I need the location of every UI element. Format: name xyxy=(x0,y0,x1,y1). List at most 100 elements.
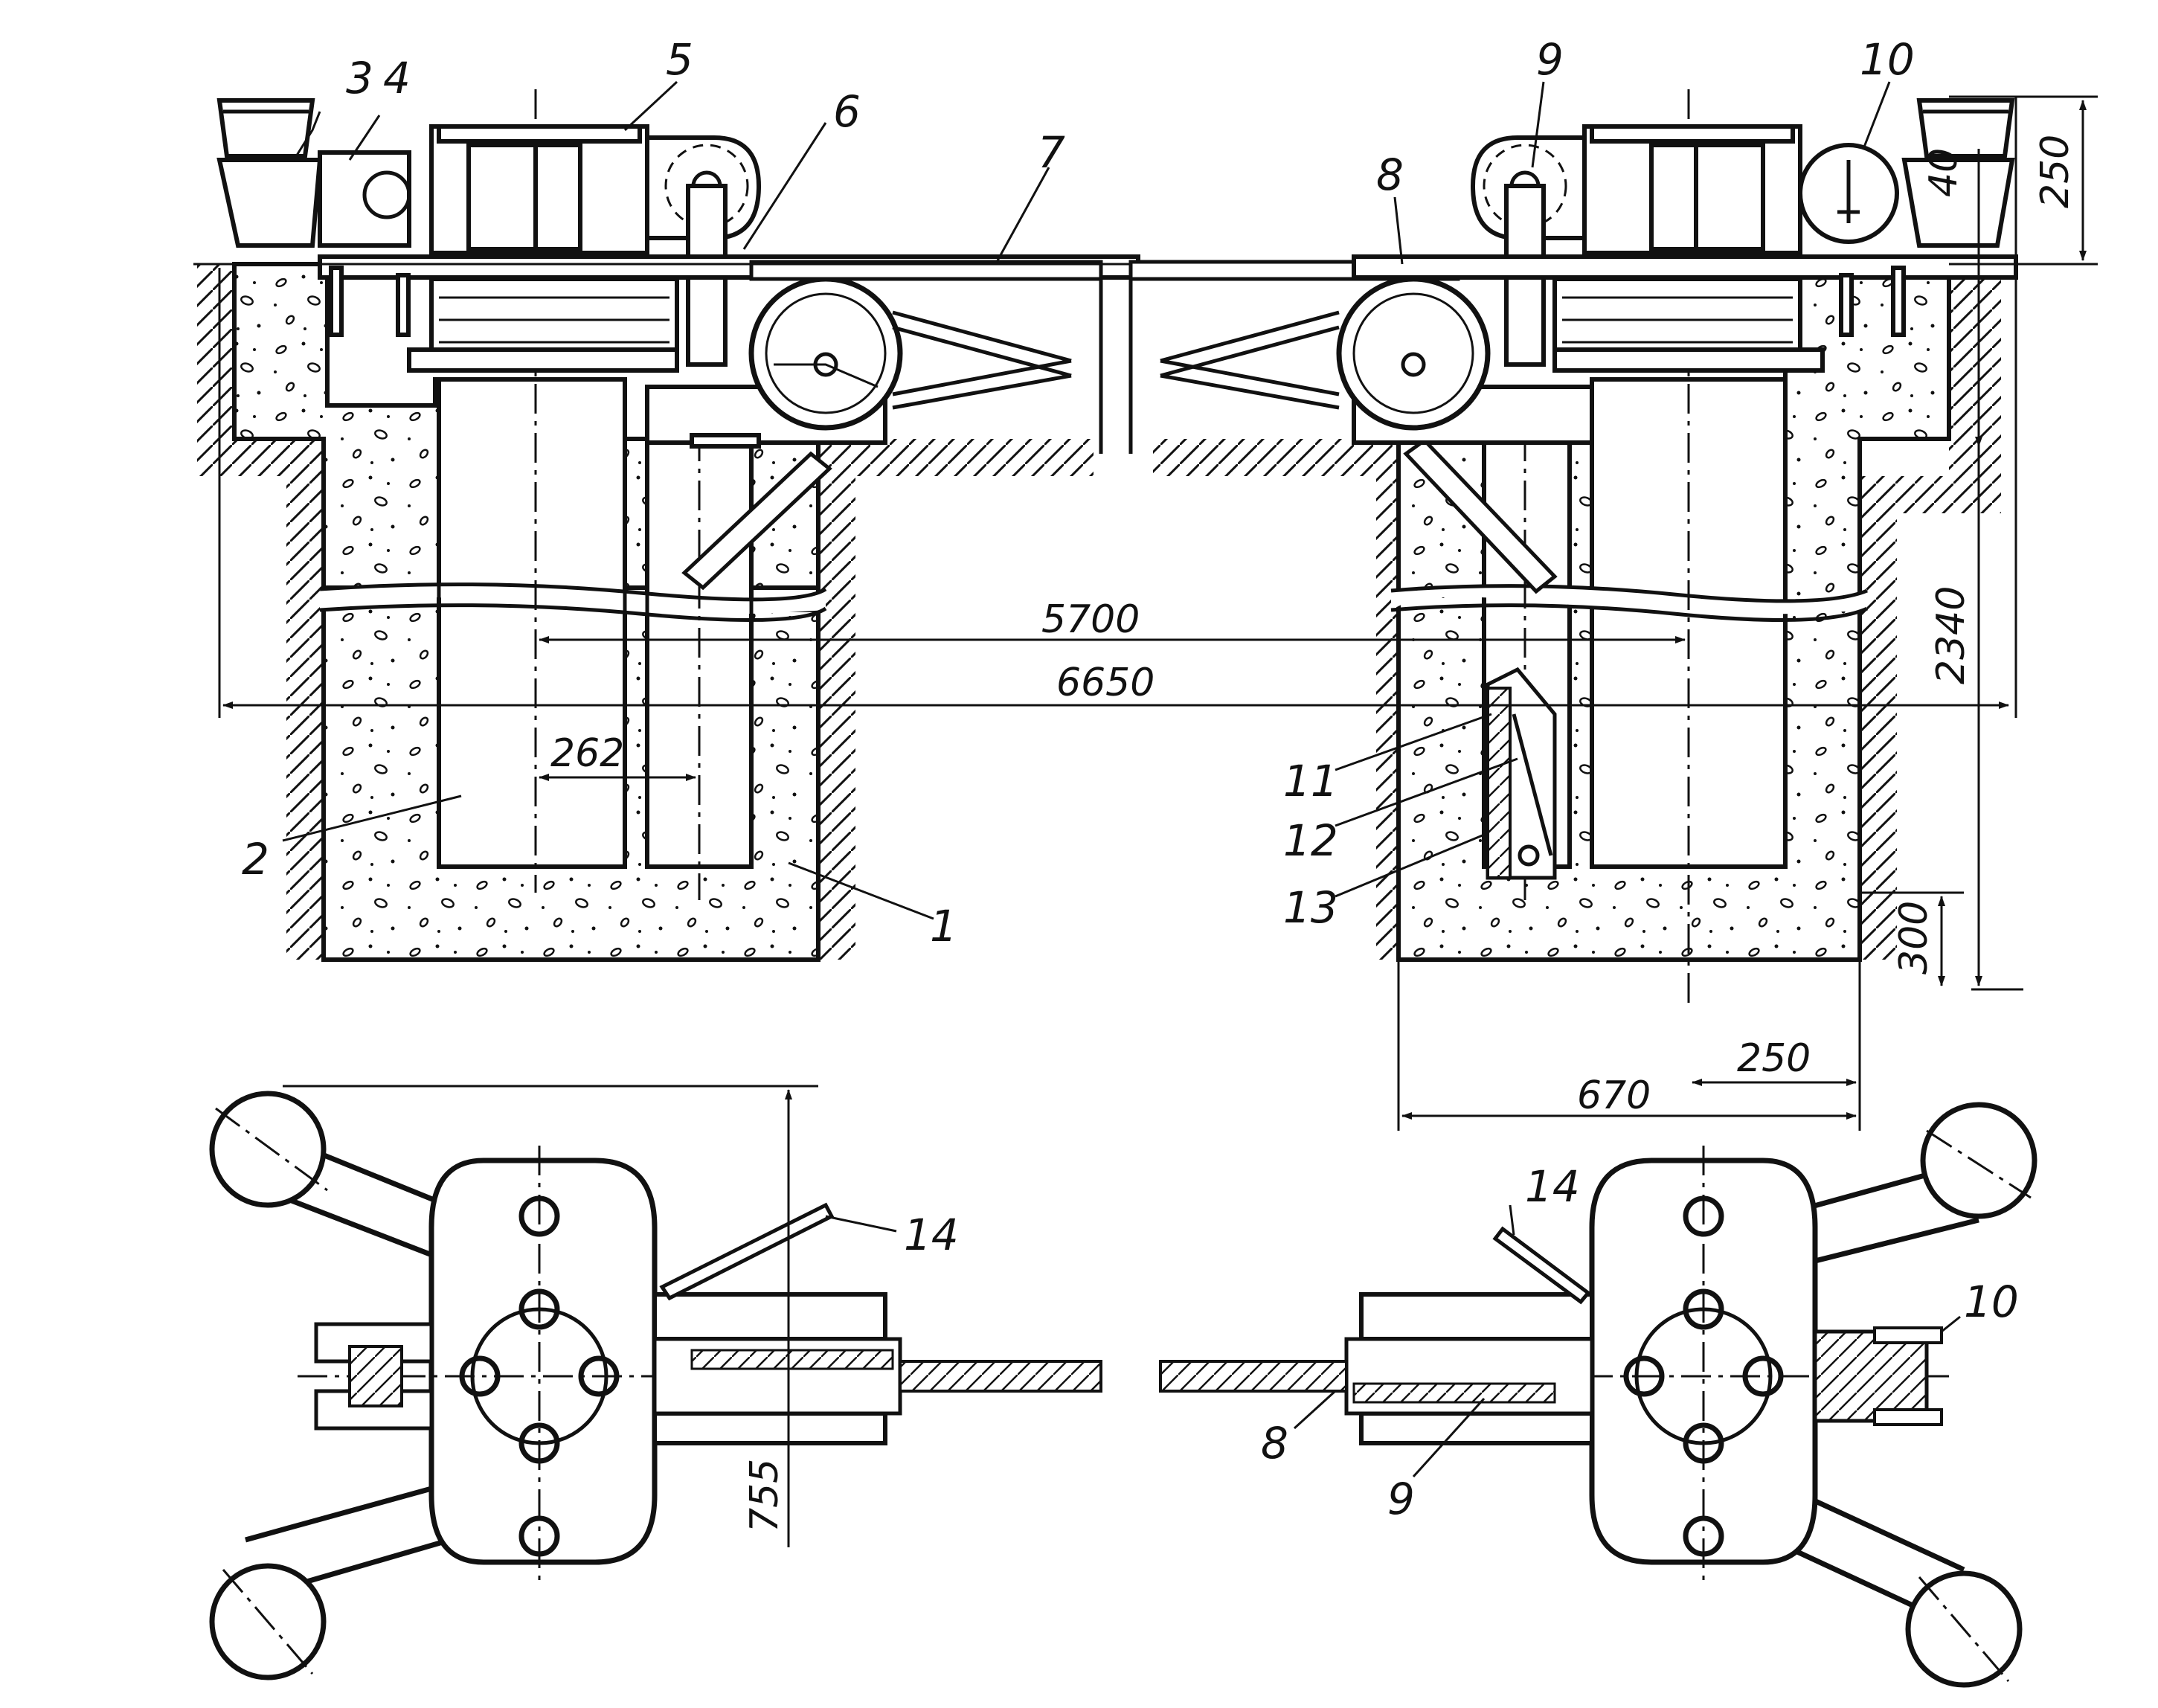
right-plan-lever-14 xyxy=(1492,1226,1591,1305)
right-lower-plate xyxy=(1552,347,1825,373)
right-plan-casing-cap xyxy=(1873,1326,1943,1344)
right-break-line-upper xyxy=(1390,584,1868,603)
left-plan-winch-bottom xyxy=(652,1411,887,1445)
left-plan-ball-top xyxy=(209,1091,327,1208)
right-base-plate xyxy=(1352,254,2018,280)
left-rope-b xyxy=(892,359,1072,396)
leader-12 xyxy=(1335,757,1518,827)
right-rope-d xyxy=(1160,373,1340,410)
right-drum-b xyxy=(1694,143,1765,251)
right-bucket xyxy=(1916,98,2015,158)
right-rod-insert xyxy=(1486,687,1512,879)
right-turntable-lines xyxy=(1562,296,1793,344)
leader-7 xyxy=(995,167,1050,263)
left-inclined-strut xyxy=(681,451,832,591)
dim-250-top: 250 xyxy=(2033,135,2078,208)
left-plan-rope xyxy=(899,1360,1102,1393)
right-break-line-lower xyxy=(1390,603,1869,623)
dim-40: 40 xyxy=(1921,148,1966,197)
right-rope-c xyxy=(1160,325,1340,378)
right-plan-bolt xyxy=(1683,1288,1724,1330)
dim-6650: 6650 xyxy=(1056,661,1155,705)
left-break-line-upper xyxy=(319,582,827,602)
right-plan-ball-top-axis xyxy=(1926,1129,2032,1199)
right-plan-view xyxy=(1159,1102,2037,1688)
left-turntable-lines xyxy=(439,296,669,344)
label-part-9: 9 xyxy=(1536,34,1564,85)
left-winch-spoke xyxy=(774,363,879,388)
leader-3 xyxy=(292,111,321,161)
right-housing-cap xyxy=(1590,124,1795,144)
leader-lines xyxy=(282,80,1961,1478)
left-rope-d xyxy=(892,373,1072,410)
label-part-2: 2 xyxy=(242,834,269,884)
right-break-gap xyxy=(1391,584,1867,614)
right-casing-indicator xyxy=(1837,160,1860,223)
leader-4 xyxy=(348,115,381,161)
right-plan-casing-cap-b xyxy=(1873,1408,1943,1426)
part-labels: 3 4 5 6 7 8 9 10 1 2 11 12 13 14 14 8 9 … xyxy=(242,34,2019,1524)
right-rope-a xyxy=(1160,310,1340,363)
leader-5 xyxy=(623,80,678,132)
left-rope-c xyxy=(892,325,1072,378)
left-lower-plate xyxy=(407,347,679,373)
right-winch-ring xyxy=(1352,292,1474,414)
left-plan-bolt xyxy=(518,1288,560,1330)
dim-5700: 5700 xyxy=(1041,597,1140,642)
label-part-10-plan: 10 xyxy=(1964,1277,2019,1327)
leader-9 xyxy=(1531,81,1545,168)
dim-755: 755 xyxy=(742,1459,787,1532)
left-bucket xyxy=(216,98,315,158)
dimension-labels: 5700 6650 262 250 40 2340 300 250 670 75… xyxy=(550,135,2078,1532)
right-side-wall xyxy=(1839,273,1854,337)
label-part-13: 13 xyxy=(1283,882,1338,933)
left-side-wall xyxy=(329,266,344,337)
left-drum-b xyxy=(533,143,582,251)
leader-9-plan xyxy=(1412,1397,1486,1478)
right-plan-ball-bottom-axis xyxy=(1918,1576,2010,1682)
right-winch-hub xyxy=(1401,352,1426,377)
leader-14-right xyxy=(1509,1204,1515,1236)
right-side-wall-b xyxy=(1891,266,1906,337)
leader-14-left xyxy=(825,1215,897,1233)
right-rod-bar xyxy=(1512,713,1553,856)
label-part-10: 10 xyxy=(1860,34,1915,85)
left-plan-body xyxy=(428,1158,658,1565)
right-plan-casing-10 xyxy=(1813,1329,1929,1423)
leader-2 xyxy=(282,794,462,842)
dim-262: 262 xyxy=(550,731,624,776)
left-plan-winch-rope xyxy=(690,1349,894,1370)
leader-11 xyxy=(1335,713,1492,771)
right-machine xyxy=(1128,98,2018,454)
leader-1 xyxy=(788,861,934,920)
left-winch-ring xyxy=(765,292,887,414)
label-part-9-plan: 9 xyxy=(1387,1474,1415,1524)
dim-670: 670 xyxy=(1577,1073,1651,1118)
left-soil-hatch xyxy=(197,264,1094,960)
right-rope-b xyxy=(1160,359,1340,396)
left-housing-cap xyxy=(437,124,642,144)
left-shaft-pit-2 xyxy=(437,377,627,869)
dim-300: 300 xyxy=(1892,901,1936,975)
right-plan-rope xyxy=(1159,1360,1348,1393)
label-part-14-right: 14 xyxy=(1525,1161,1580,1212)
left-drum xyxy=(466,143,538,251)
left-plan-arm-bottom-b xyxy=(245,1477,462,1543)
right-pulley-dash xyxy=(1483,144,1567,228)
left-side-wall-b xyxy=(396,273,411,337)
label-part-6: 6 xyxy=(833,86,861,137)
left-rope-a xyxy=(892,310,1072,363)
dim-250-bottom: 250 xyxy=(1737,1036,1811,1081)
left-casing-wheel xyxy=(362,170,411,219)
label-part-11: 11 xyxy=(1283,756,1338,806)
right-plan-winch-top xyxy=(1359,1292,1594,1341)
right-plan-ball-top xyxy=(1920,1102,2037,1219)
left-plan-ball-bottom-axis xyxy=(222,1569,314,1675)
left-hopper xyxy=(216,158,323,248)
label-part-8-plan: 8 xyxy=(1261,1418,1288,1468)
left-machine xyxy=(216,98,1140,454)
label-part-1: 1 xyxy=(930,901,957,951)
left-plan-winch-top xyxy=(652,1292,887,1341)
label-part-8: 8 xyxy=(1376,150,1404,200)
